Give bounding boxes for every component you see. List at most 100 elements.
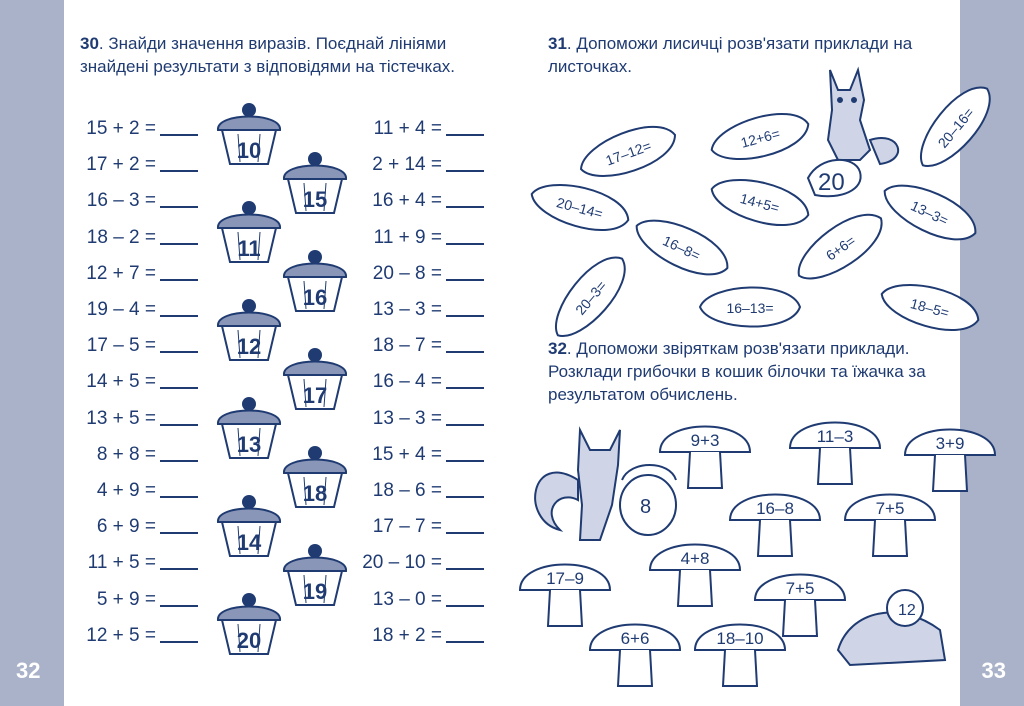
expression-text: 17 – 5 =	[86, 335, 156, 357]
leaf: 17–12=	[579, 125, 676, 178]
answer-blank[interactable]	[446, 120, 484, 136]
answer-blank[interactable]	[446, 373, 484, 390]
cupcake-number: 10	[237, 138, 261, 163]
answer-blank[interactable]	[160, 410, 198, 426]
answer-blank[interactable]	[160, 446, 198, 462]
answer-blank[interactable]	[160, 229, 198, 245]
leaf: 14+5=	[710, 179, 810, 226]
answer-blank[interactable]	[446, 518, 484, 535]
expression-row: 17 + 2 =	[86, 154, 198, 176]
task-number: 31	[548, 34, 567, 53]
mushroom: 6+6	[588, 623, 682, 687]
expression-row: 5 + 9 =	[97, 589, 198, 611]
answer-blank[interactable]	[160, 120, 198, 136]
mushroom: 18–10	[693, 623, 787, 687]
answer-blank[interactable]	[160, 482, 198, 498]
leaf: 16–8=	[635, 219, 729, 276]
task-30-instruction: 30. Знайди значення виразів. Поєднай лі­…	[80, 32, 480, 78]
expression-text: 19 – 4 =	[86, 299, 156, 320]
mushroom-expression: 11–3	[817, 427, 854, 446]
expression-text: 16 – 4 =	[372, 371, 442, 393]
cupcake-number: 11	[237, 236, 260, 261]
answer-blank[interactable]	[160, 192, 198, 209]
expression-text: 17 + 2 =	[86, 154, 156, 176]
answer-blank[interactable]	[160, 156, 198, 173]
expression-row: 12 + 7 =	[86, 263, 198, 285]
answer-blank[interactable]	[446, 229, 484, 245]
expression-row: 17 – 7 =	[373, 516, 484, 538]
task-text: . Допоможи звіряткам розв'язати при­клад…	[548, 339, 926, 404]
cupcake-number: 13	[237, 432, 261, 457]
task-31-instruction: 31. Допоможи лисичці розв'язати прикла­д…	[548, 32, 948, 78]
expression-row: 4 + 9 =	[97, 480, 198, 502]
expression-text: 18 – 2 =	[86, 226, 156, 248]
mushroom-expression: 7+5	[876, 499, 905, 518]
leaf: 6+6=	[798, 213, 883, 280]
answer-blank[interactable]	[446, 591, 484, 607]
mushroom: 3+9	[903, 428, 997, 492]
cupcake: 20	[216, 593, 282, 655]
answer-blank[interactable]	[160, 337, 198, 354]
cupcake-number: 14	[237, 530, 262, 555]
hedgehog-basket-number: 12	[898, 602, 916, 619]
expression-row: 16 – 4 =	[373, 371, 484, 393]
task-number: 32	[548, 339, 567, 358]
squirrel-basket-number: 8	[640, 496, 651, 518]
answer-blank[interactable]	[446, 265, 484, 281]
answer-blank[interactable]	[160, 554, 198, 571]
expression-row: 2 + 14 =	[372, 154, 484, 176]
expression-text: 13 – 3 =	[372, 407, 442, 429]
answer-blank[interactable]	[160, 627, 198, 643]
expression-row: 13 + 5 =	[86, 408, 198, 430]
cupcake: 10	[216, 103, 282, 165]
answer-blank[interactable]	[160, 518, 198, 535]
mushroom: 7+5	[843, 493, 937, 557]
expression-text: 20 – 8 =	[372, 262, 442, 284]
cupcake: 13	[216, 397, 282, 459]
expression-text: 2 + 14 =	[372, 154, 442, 176]
expression-text: 18 – 7 =	[372, 335, 442, 357]
mushroom: 17–9	[518, 563, 612, 627]
leaves-illustration: 20 17–12=12+6=20–16=20–14=14+5=13–3=16–8…	[530, 66, 991, 337]
cupcake: 12	[216, 299, 282, 361]
leaf-expression: 16–13=	[726, 300, 773, 316]
cupcake-number: 20	[237, 628, 261, 653]
leaf: 20–3=	[555, 256, 626, 337]
expression-row: 15 + 2 =	[86, 118, 198, 140]
squirrel-icon	[534, 426, 621, 541]
task-text: . Допоможи лисичці розв'язати прикла­ди …	[548, 34, 913, 76]
answer-blank[interactable]	[446, 337, 484, 354]
answer-blank[interactable]	[160, 591, 198, 607]
answer-blank[interactable]	[446, 410, 484, 426]
expression-text: 13 + 5 =	[86, 407, 156, 429]
expression-text: 13 – 3 =	[372, 299, 442, 320]
expression-text: 11 + 5 =	[87, 552, 156, 574]
cupcake-number: 17	[303, 383, 327, 408]
answer-blank[interactable]	[446, 192, 484, 209]
expression-row: 18 – 6 =	[373, 480, 484, 502]
expression-text: 12 + 7 =	[86, 262, 156, 284]
expression-row: 14 + 5 =	[86, 371, 198, 393]
answer-blank[interactable]	[160, 301, 198, 317]
page-number-right: 33	[981, 658, 1006, 683]
answer-blank[interactable]	[446, 627, 484, 643]
leaf: 12+6=	[710, 113, 810, 160]
answer-blank[interactable]	[446, 446, 484, 462]
mushroom-expression: 6+6	[621, 629, 650, 648]
expression-row: 15 + 4 =	[372, 444, 484, 466]
answer-blank[interactable]	[446, 554, 484, 571]
answer-blank[interactable]	[446, 156, 484, 173]
cupcake: 16	[282, 250, 348, 312]
mushroom-expression: 3+9	[936, 434, 965, 453]
answer-blank[interactable]	[160, 373, 198, 390]
cupcake-number: 16	[303, 285, 327, 310]
expression-text: 6 + 9 =	[96, 516, 156, 538]
expression-text: 20 – 10 =	[362, 552, 442, 574]
answer-blank[interactable]	[160, 265, 198, 281]
hedgehog-icon	[836, 589, 947, 667]
left-page-margin	[0, 0, 64, 706]
answer-blank[interactable]	[446, 482, 484, 498]
mushroom-expression: 9+3	[691, 431, 720, 450]
answer-blank[interactable]	[446, 301, 484, 317]
